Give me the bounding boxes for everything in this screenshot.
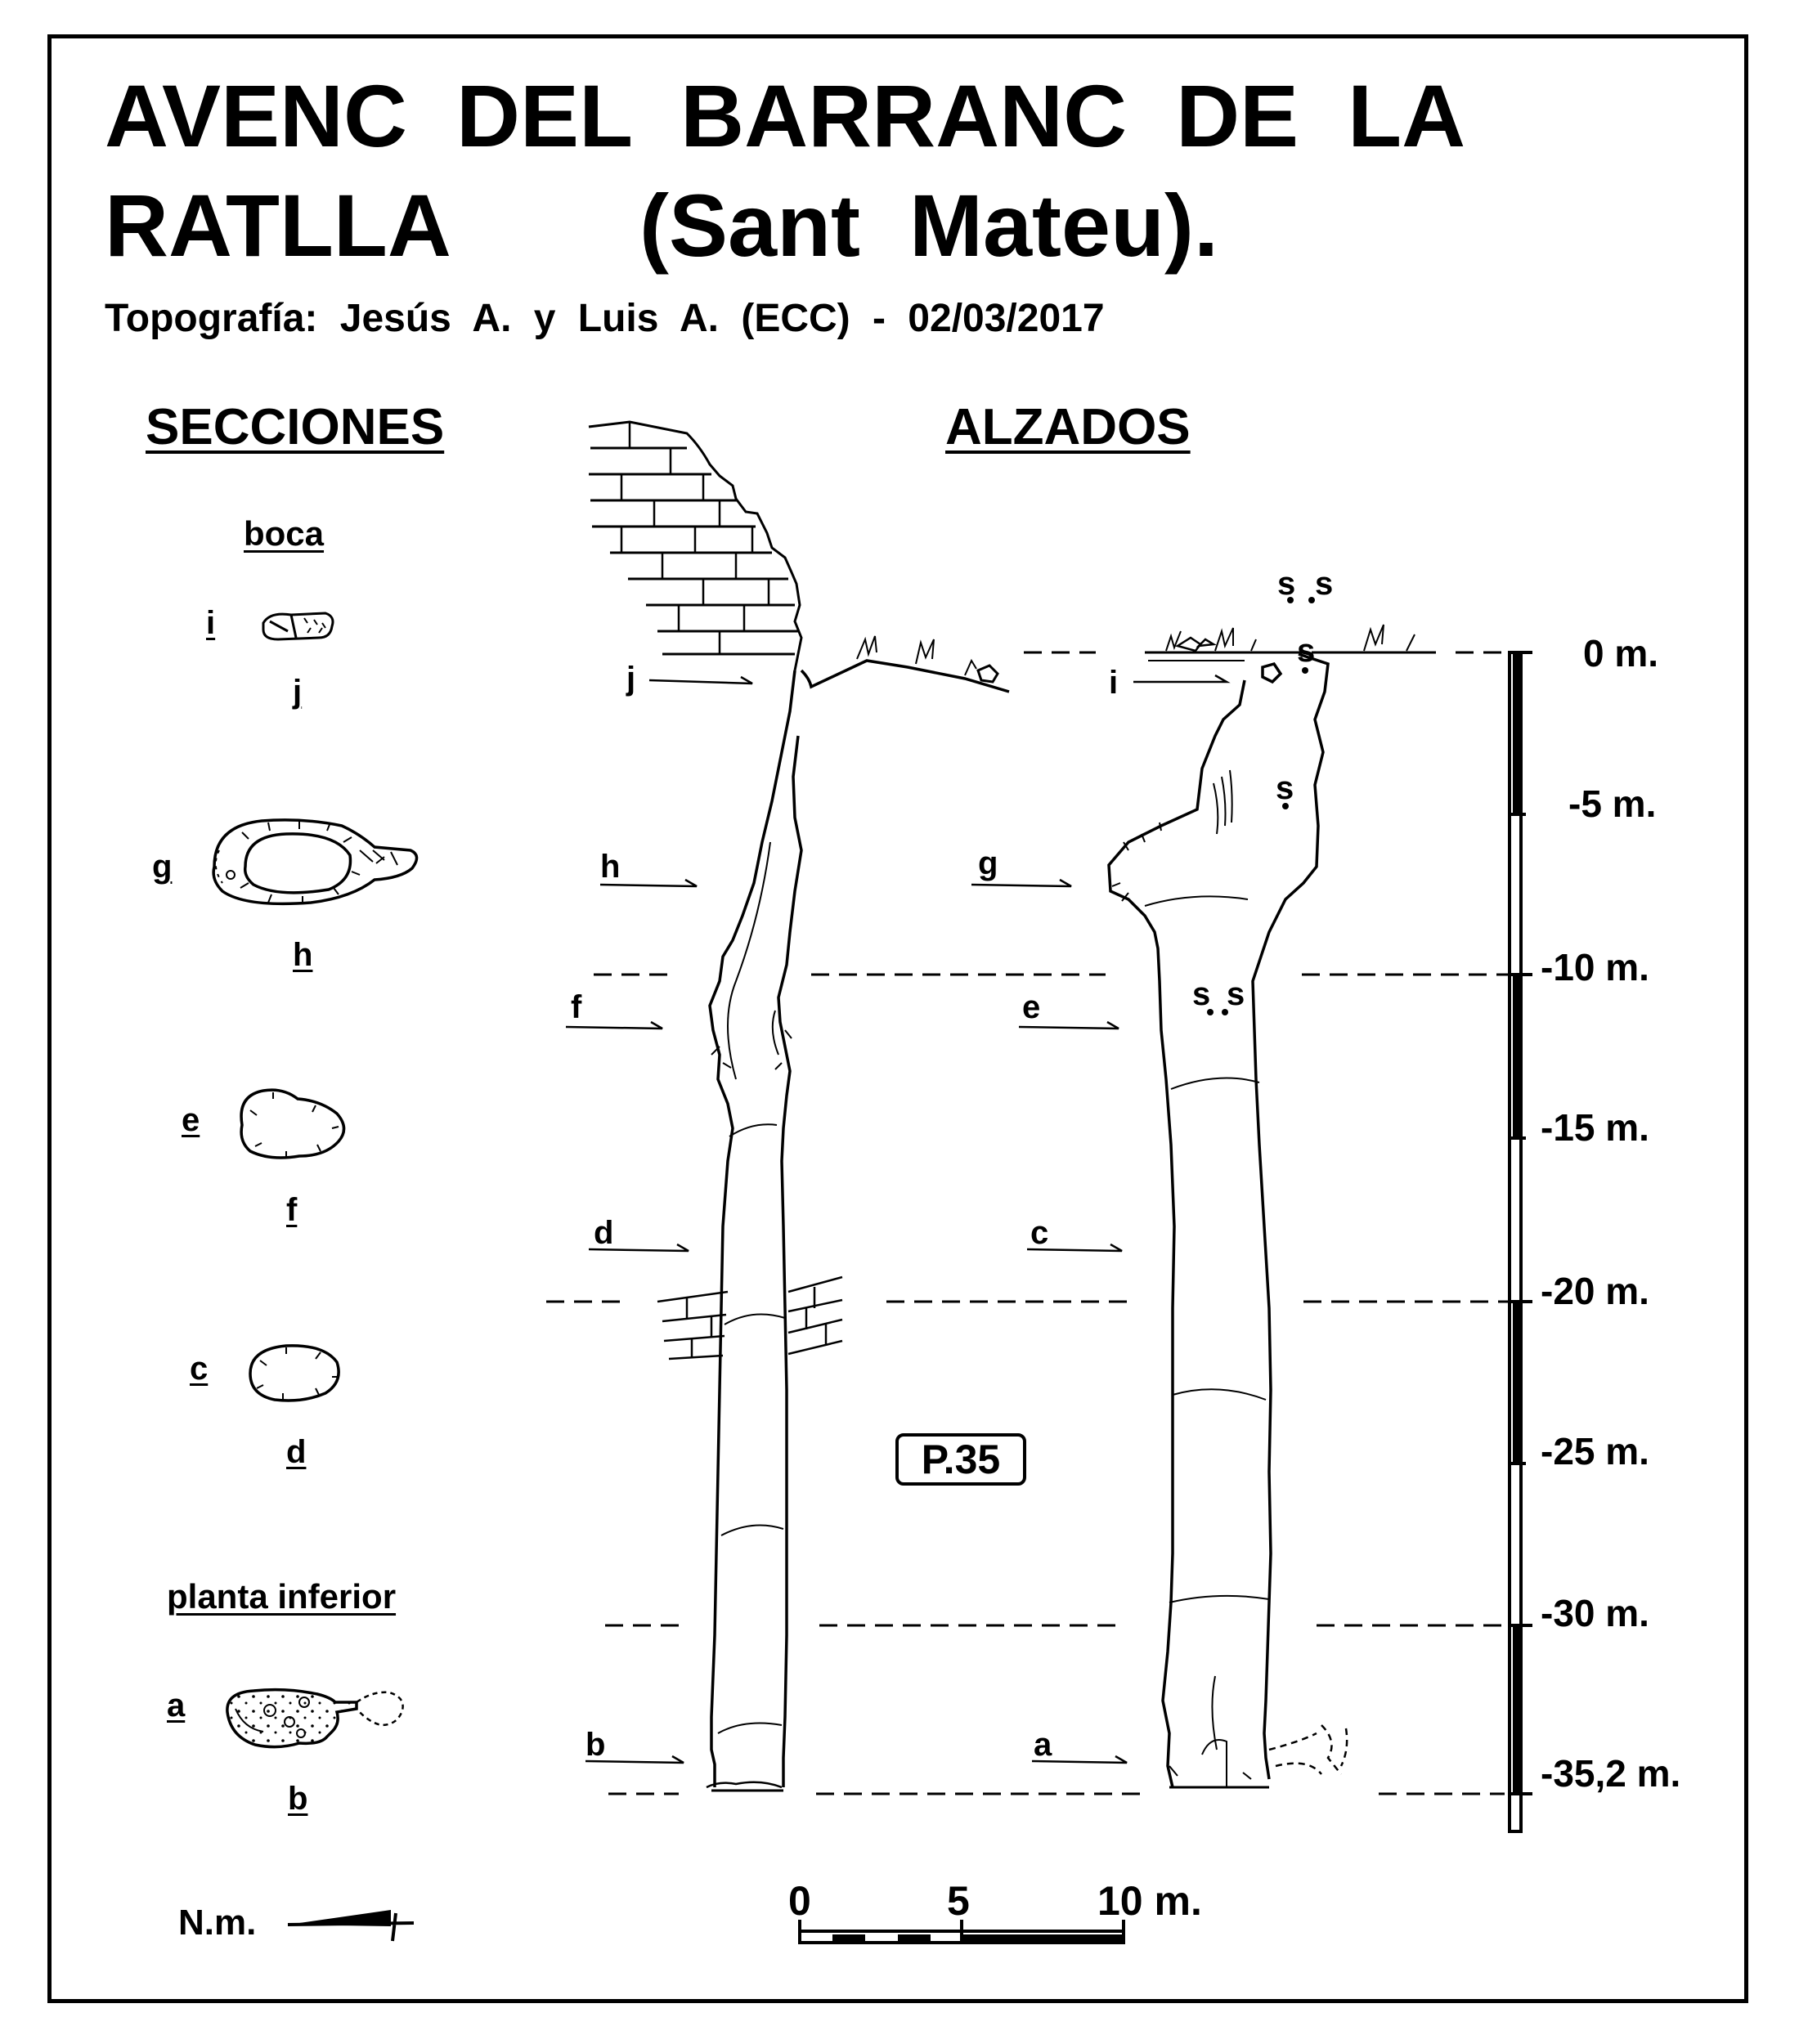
- elevation-label-b: b: [585, 1727, 606, 1763]
- survey-credits: Topografía: Jesús A. y Luis A. (ECC) - 0…: [105, 297, 1105, 340]
- depth-label-25: -25 m.: [1541, 1430, 1649, 1472]
- limestone-cliff: [588, 420, 803, 671]
- elevation-label-h: h: [600, 849, 621, 885]
- shaft-left-walls: [706, 659, 1010, 1792]
- elevation-label-f: f: [571, 989, 582, 1025]
- north-arrow-icon: [287, 1910, 415, 1942]
- scale-label-0: 0: [788, 1878, 811, 1924]
- title-line-2-place: (Sant Mateu).: [639, 176, 1219, 275]
- magnetic-north-label: N.m.: [178, 1903, 257, 1943]
- speleothem-dots: [1207, 597, 1315, 1015]
- section-label-j: j: [293, 674, 303, 710]
- drawing-frame: [47, 34, 1748, 2003]
- mouth-label: boca: [244, 514, 325, 553]
- elevation-label-d: d: [594, 1215, 614, 1251]
- section-label-i: i: [206, 605, 216, 641]
- scale-label-5: 5: [947, 1878, 970, 1924]
- elevation-label-a: a: [1034, 1727, 1052, 1763]
- section-label-a: a: [167, 1688, 186, 1724]
- speleothem-symbol: s: [1227, 976, 1245, 1012]
- elevation-label-c: c: [1030, 1215, 1049, 1251]
- elevations-heading: ALZADOS: [945, 399, 1191, 455]
- elevation-label-g: g: [978, 845, 998, 881]
- section-label-f: f: [286, 1192, 298, 1228]
- section-mouth-ij: [262, 612, 334, 641]
- depth-label-5: -5 m.: [1568, 782, 1657, 825]
- section-label-g: g: [152, 849, 173, 885]
- title-line-2-name: RATLLA: [105, 176, 451, 275]
- speleothem-symbol: s: [1276, 770, 1294, 806]
- elevation-label-i: i: [1109, 665, 1119, 701]
- depth-label-15: -15 m.: [1541, 1106, 1649, 1149]
- section-label-e: e: [182, 1102, 200, 1138]
- limestone-band: [657, 1275, 843, 1360]
- surface-left: [856, 635, 999, 684]
- vertical-depth-scale: [1508, 651, 1532, 1833]
- elevation-label-j: j: [626, 661, 636, 697]
- section-ef: [240, 1088, 346, 1159]
- sections-heading: SECCIONES: [146, 399, 445, 455]
- elevation-label-e: e: [1022, 989, 1041, 1025]
- lower-plan-label: planta inferior: [167, 1577, 397, 1616]
- depth-label-10: -10 m.: [1541, 946, 1649, 988]
- section-arrows: [565, 674, 1231, 1764]
- depth-label-0: 0 m.: [1583, 632, 1659, 675]
- depth-label-20: -20 m.: [1541, 1270, 1649, 1312]
- depth-reference-lines: [546, 651, 1516, 1795]
- speleothem-symbol: s: [1315, 566, 1334, 602]
- section-label-h: h: [293, 937, 313, 973]
- scale-label-10: 10 m.: [1097, 1878, 1202, 1924]
- pitch-label: P.35: [895, 1433, 1026, 1486]
- section-label-c: c: [190, 1351, 209, 1387]
- depth-label-30: -30 m.: [1541, 1592, 1649, 1634]
- section-cd: [249, 1344, 340, 1402]
- speleothem-symbol: s: [1192, 976, 1211, 1012]
- speleothem-symbol: s: [1277, 566, 1296, 602]
- section-label-d: d: [286, 1434, 307, 1470]
- title-line-1: AVENC DEL BARRANC DE LA: [105, 66, 1466, 165]
- depth-label-35: -35,2 m.: [1541, 1752, 1681, 1795]
- section-lower-plan: [226, 1688, 404, 1749]
- shaft-right-walls: [1107, 651, 1436, 1789]
- surface-right: [1165, 624, 1415, 652]
- horizontal-scale-bar: [798, 1920, 1125, 1944]
- section-gh: [212, 818, 419, 906]
- section-label-b: b: [288, 1781, 308, 1817]
